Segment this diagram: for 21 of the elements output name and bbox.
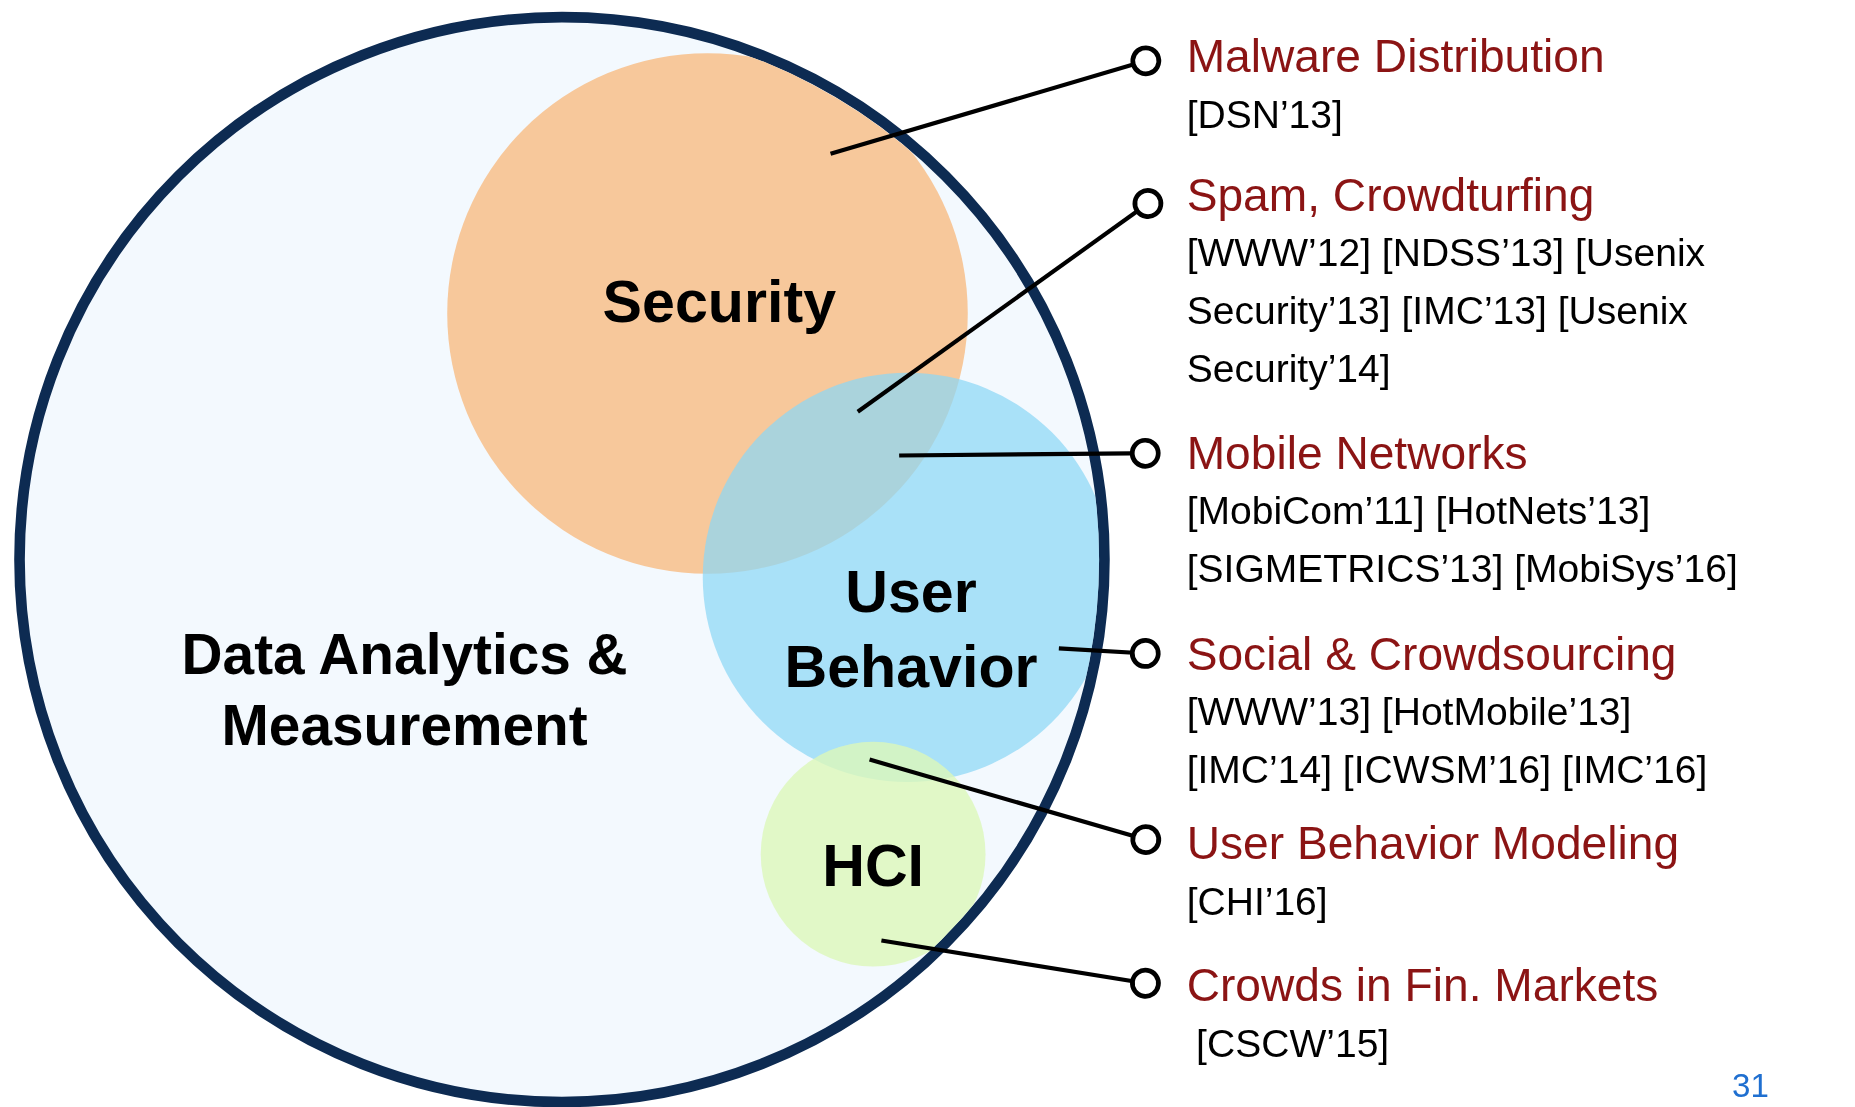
leader-line [881, 938, 1161, 999]
leader-line [899, 437, 1161, 469]
topic-heading: Crowds in Fin. Markets [1186, 958, 1660, 1013]
topic-heading: Mobile Networks [1186, 426, 1529, 480]
circle-label: HCI [821, 831, 926, 901]
reference-list: [WWW’12] [NDSS’13] [Usenix Security’13] [IMC’13] [Usenix Security’14] [1186, 223, 1826, 398]
leader-line [856, 188, 1164, 414]
leader-line [1058, 638, 1161, 669]
circle-label: User Behavior [783, 558, 1039, 702]
reference-list: [DSN’13] [1186, 85, 1850, 144]
circle-label: Security [601, 267, 838, 337]
topic-heading: Malware Distribution [1186, 29, 1606, 84]
circle-label: Data Analytics & Measurement [180, 622, 629, 760]
leader-line [829, 45, 1162, 156]
topic-heading: User Behavior Modeling [1186, 816, 1681, 871]
reference-list: [WWW’13] [HotMobile’13] [IMC’14] [ICWSM’16] [IMC’16] [1186, 682, 1779, 799]
topic-heading: Spam, Crowdturfing [1186, 168, 1596, 223]
reference-list: [CHI’16] [1186, 871, 1850, 930]
reference-list: [MobiCom’11] [HotNets’13] [SIGMETRICS’13] [MobiSys’16] [1186, 481, 1855, 598]
leader-line [869, 757, 1162, 855]
topic-heading: Social & Crowdsourcing [1186, 627, 1678, 682]
